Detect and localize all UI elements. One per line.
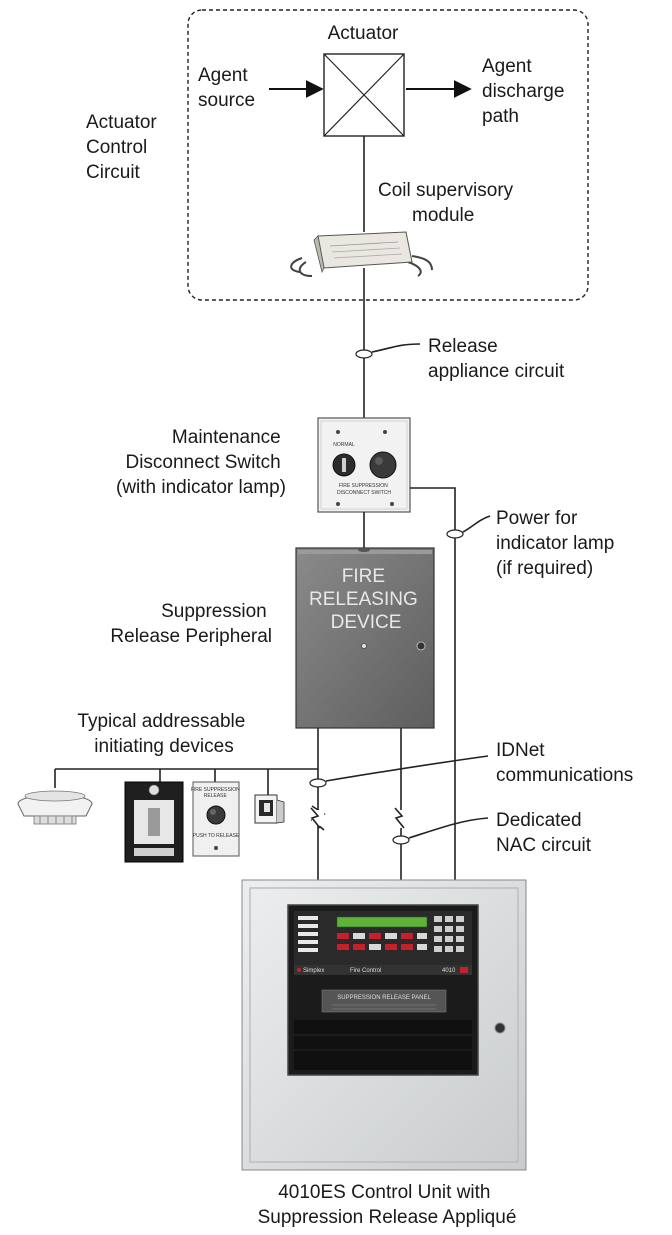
agent-source-label: Agent source bbox=[198, 65, 255, 111]
control-unit-caption: 4010ES Control Unit with Suppression Rel… bbox=[258, 1182, 517, 1228]
switch-normal-text: NORMAL bbox=[333, 442, 355, 448]
coil-module-label: Coil supervisory module bbox=[378, 180, 518, 226]
release-peripheral-label: Suppression Release Peripheral bbox=[110, 601, 272, 647]
nac-label: Dedicated NAC circuit bbox=[496, 810, 592, 856]
indicator-power-leader bbox=[462, 515, 491, 533]
coil-supervisory-module-icon bbox=[290, 231, 433, 277]
indicator-power-label: Power for indicator lamp (if required) bbox=[496, 508, 620, 579]
idnet-marker bbox=[309, 778, 327, 788]
fire-releasing-device: FIRE RELEASING DEVICE bbox=[295, 547, 435, 729]
idnet-label: IDNet communications bbox=[496, 740, 633, 786]
switch-plate-text: FIRE SUPPRESSION DISCONNECT SWITCH bbox=[337, 483, 391, 496]
applique-text: SUPPRESSION RELEASE PANEL bbox=[337, 995, 431, 1001]
station-text: FIRE SUPPRESSION RELEASE PUSH TO RELEASE bbox=[191, 787, 241, 839]
cabinet-lock-icon bbox=[494, 1022, 506, 1034]
actuator-circuit-boundary bbox=[187, 9, 589, 301]
release-circuit-marker bbox=[355, 349, 373, 359]
release-station-icon: FIRE SUPPRESSION RELEASE PUSH TO RELEASE bbox=[191, 781, 241, 857]
indicator-power-wire bbox=[410, 487, 456, 880]
nac-break-mask bbox=[394, 810, 408, 828]
actuator-valve-symbol bbox=[323, 53, 405, 137]
indicator-power-marker bbox=[446, 529, 464, 539]
device-lock-icon bbox=[416, 641, 426, 651]
brand-text: Simplex bbox=[303, 968, 324, 974]
applique-plate bbox=[321, 989, 447, 1013]
panel-name-text: Fire Control bbox=[350, 968, 381, 974]
idnet-leader bbox=[325, 755, 489, 782]
model-text: 4010 bbox=[442, 968, 456, 974]
device-text: FIRE RELEASING DEVICE bbox=[309, 566, 423, 633]
nac-marker bbox=[392, 835, 410, 845]
nac-break-zigzag bbox=[394, 807, 405, 829]
manual-pull-station-icon bbox=[124, 781, 184, 863]
device-lamp bbox=[361, 643, 367, 649]
release-circuit-leader bbox=[371, 343, 421, 353]
smoke-detector-icon bbox=[17, 790, 93, 825]
actuator-circuit-title: Actuator Control Circuit bbox=[86, 112, 162, 183]
idnet-break-zigzag bbox=[310, 807, 321, 829]
lcd-display bbox=[336, 916, 428, 928]
disconnect-switch-label: Maintenance Disconnect Switch (with indi… bbox=[116, 427, 286, 498]
agent-discharge-label: Agent discharge path bbox=[482, 56, 570, 127]
initiating-devices-label: Typical addressable initiating devices bbox=[77, 711, 250, 757]
disconnect-switch-plate: NORMAL FIRE SUPPRESSION DISCONNECT SWITC… bbox=[317, 417, 411, 513]
control-unit-cabinet: Simplex Fire Control 4010 SUPPRESSION RE… bbox=[241, 879, 527, 1171]
indicator-lamp bbox=[369, 451, 397, 479]
nac-leader bbox=[408, 817, 489, 839]
actuator-label: Actuator bbox=[328, 23, 399, 44]
release-circuit-label: Release appliance circuit bbox=[428, 336, 565, 382]
addressable-module-icon bbox=[254, 794, 285, 824]
